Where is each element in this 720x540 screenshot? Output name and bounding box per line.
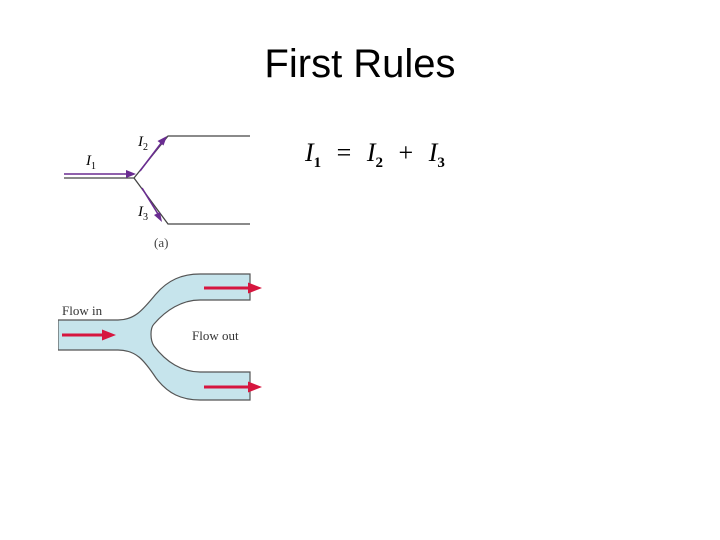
- label-flow-in: Flow in: [62, 303, 103, 318]
- eq-term-2: I: [428, 138, 438, 167]
- caption-a: (a): [154, 235, 168, 250]
- eq-lhs-sub: 1: [313, 155, 322, 171]
- label-i3: I3: [137, 204, 148, 223]
- arrow-flow-out-bottom: [204, 381, 262, 393]
- eq-plus: +: [398, 138, 414, 167]
- junction-diagram: I1 I2 I3 (a): [64, 134, 250, 250]
- eq-equals: =: [336, 138, 352, 167]
- arrow-flow-out-top: [204, 282, 262, 294]
- eq-term-2-sub: 3: [437, 155, 445, 171]
- eq-lhs: I: [305, 138, 314, 167]
- arrow-bottom: [141, 187, 162, 222]
- arrow-flow-in: [62, 329, 116, 341]
- slide-title: First Rules: [264, 42, 456, 86]
- eq-term-1-sub: 2: [375, 155, 384, 171]
- flow-diagram: Flow in Flow out: [58, 273, 262, 401]
- label-i2: I2: [137, 134, 148, 153]
- arrow-top: [139, 136, 167, 172]
- eq-term-1: I: [366, 138, 376, 167]
- kirchhoff-junction-equation: I1 = I2 + I3: [305, 138, 445, 172]
- label-i1: I1: [85, 153, 96, 172]
- label-flow-out: Flow out: [192, 328, 239, 343]
- arrow-in: [64, 170, 136, 178]
- wire-bottom-branch: [133, 177, 250, 225]
